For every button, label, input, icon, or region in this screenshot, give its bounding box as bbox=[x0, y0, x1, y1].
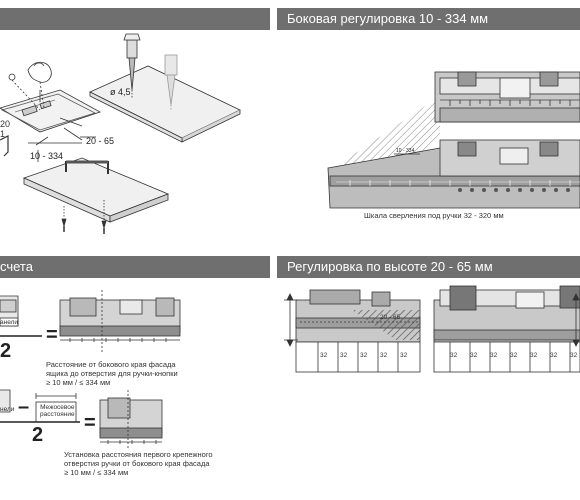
drilling-scale-caption: Шкала сверления под ручки 32 - 320 мм bbox=[364, 211, 504, 220]
lower-jig-scale bbox=[336, 180, 580, 186]
height-range-label: 20 - 65 bbox=[380, 314, 401, 321]
hole-spacing-label: 32 bbox=[340, 352, 348, 359]
hole-spacing-label: 32 bbox=[510, 352, 518, 359]
section-header-calculation: счета bbox=[0, 256, 270, 278]
range-side-label: 10 - 334 bbox=[30, 151, 63, 161]
calc-note-1-line-2: ящика до отверстия для ручки-кнопки bbox=[46, 369, 178, 378]
box-label-panel: анели bbox=[0, 319, 19, 326]
center-distance-label: Межосевое расстояние bbox=[40, 404, 75, 418]
equals-sign-2: = bbox=[84, 412, 96, 434]
box-label-panel-2: нели bbox=[0, 406, 15, 413]
hole-spacing-label: 32 bbox=[450, 352, 458, 359]
drilling-template-dimensions: 20 1 bbox=[0, 119, 10, 139]
drill-diameter-label: ø 4,5 bbox=[110, 87, 131, 97]
section-header-installation bbox=[0, 8, 270, 30]
dim-20-partial: 20 bbox=[0, 119, 10, 129]
calc-note-1-line-3: ≥ 10 мм / ≤ 334 мм bbox=[46, 378, 111, 387]
divisor-1: 2 bbox=[0, 340, 12, 362]
section-header-height-adjustment: Регулировка по высоте 20 - 65 мм bbox=[277, 256, 580, 278]
calc-note-2-line-2: отверстия ручки от бокового края фасада bbox=[64, 459, 210, 468]
minus-sign: – bbox=[18, 396, 30, 418]
hole-spacing-label: 32 bbox=[360, 352, 368, 359]
hole-spacing-label: 32 bbox=[570, 352, 578, 359]
drilling-panel-drawing bbox=[89, 33, 241, 143]
hole-spacing-label: 32 bbox=[400, 352, 408, 359]
dim-1-partial: 1 bbox=[0, 129, 5, 139]
hole-spacing-label: 32 bbox=[550, 352, 558, 359]
range-height-label: 20 - 65 bbox=[86, 136, 114, 146]
template-range-dimensions bbox=[28, 127, 83, 162]
drilling-template-drawing bbox=[0, 61, 101, 157]
height-adjustment-drawing bbox=[284, 285, 580, 373]
calc-note-2-line-1: Установка расстояния первого крепежного bbox=[64, 450, 213, 459]
center-distance-line-1: Межосевое bbox=[40, 404, 75, 411]
hole-spacing-label: 32 bbox=[490, 352, 498, 359]
hole-spacing-label: 32 bbox=[380, 352, 388, 359]
calc-note-2: Установка расстояния первого крепежного … bbox=[64, 450, 244, 477]
side-scale-label: 10 - 334 bbox=[396, 148, 415, 154]
hole-spacing-label: 32 bbox=[530, 352, 538, 359]
hole-spacing-label: 32 bbox=[470, 352, 478, 359]
calc-note-2-line-3: ≥ 10 мм / ≤ 334 мм bbox=[64, 468, 129, 477]
divisor-2: 2 bbox=[32, 424, 44, 446]
hole-spacing-label: 32 bbox=[320, 352, 328, 359]
side-adjustment-drawing bbox=[327, 71, 580, 209]
section-header-side-adjustment: Боковая регулировка 10 - 334 мм bbox=[277, 8, 580, 30]
calc-note-1-line-1: Расстояние от бокового края фасада bbox=[46, 360, 176, 369]
upper-jig-scale bbox=[440, 99, 580, 106]
center-distance-line-2: расстояние bbox=[40, 411, 75, 418]
drawer-front-with-handle-drawing bbox=[22, 157, 170, 234]
calc-note-1: Расстояние от бокового края фасада ящика… bbox=[46, 360, 216, 387]
equals-sign-1: = bbox=[46, 324, 58, 346]
